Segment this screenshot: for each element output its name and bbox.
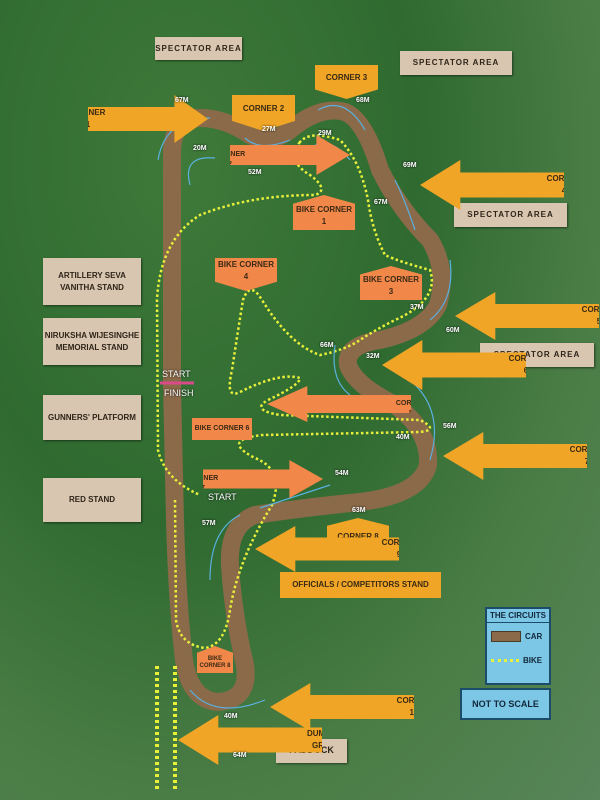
officials-competitors-stand: OFFICIALS / COMPETITORS STAND [280,572,441,598]
legend-car-label: CAR [525,632,543,641]
legend-bike-label: BIKE [523,656,543,665]
distance-label: 54M [335,470,349,477]
distance-label: 40M [224,713,238,720]
legend-bike: BIKE [487,642,549,665]
red-stand: RED STAND [43,478,141,522]
spectator-area-3: SPECTATOR AREA [454,203,567,227]
distance-label: 57M [202,520,216,527]
bike-swatch-icon [491,659,519,662]
spectator-area-2: SPECTATOR AREA [400,51,512,75]
gunners-platform: GUNNERS' PLATFORM [43,395,141,440]
legend: THE CIRCUITS CAR BIKE [485,607,551,685]
bike-start-label: START [208,492,237,502]
bike-corner-6-label: BIKE CORNER 6 [192,418,252,440]
bike-track [155,134,433,650]
distance-label: 69M [403,162,417,169]
distance-label: 27M [262,126,276,133]
spectator-area-1: SPECTATOR AREA [155,37,242,60]
distance-label: 56M [443,423,457,430]
distance-label: 40M [396,434,410,441]
distance-label: 29M [318,130,332,137]
distance-label: 20M [193,145,207,152]
legend-title: THE CIRCUITS [487,609,549,623]
car-track [163,101,451,711]
distance-label: 67M [374,199,388,206]
not-to-scale-note: NOT TO SCALE [460,688,551,720]
finish-label: FINISH [164,388,194,398]
distance-label: 67M [175,97,189,104]
niruksha-wijesinghe-memorial-stand: NIRUKSHA WIJESINGHE MEMORIAL STAND [43,318,141,365]
artillery-seva-vanitha-stand: ARTILLERY SEVA VANITHA STAND [43,258,141,305]
distance-label: 64M [233,752,247,759]
distance-label: 60M [446,327,460,334]
distance-label: 68M [356,97,370,104]
distance-label: 63M [352,507,366,514]
distance-label: 37M [410,304,424,311]
car-swatch-icon [491,631,521,642]
start-label: START [162,369,191,379]
distance-label: 66M [320,342,334,349]
distance-label: 52M [248,169,262,176]
distance-label: 32M [366,353,380,360]
bike-corner-8-label: BIKE CORNER 8 [197,646,233,673]
legend-car: CAR [487,623,549,642]
dummy-grid-markings [155,666,177,790]
